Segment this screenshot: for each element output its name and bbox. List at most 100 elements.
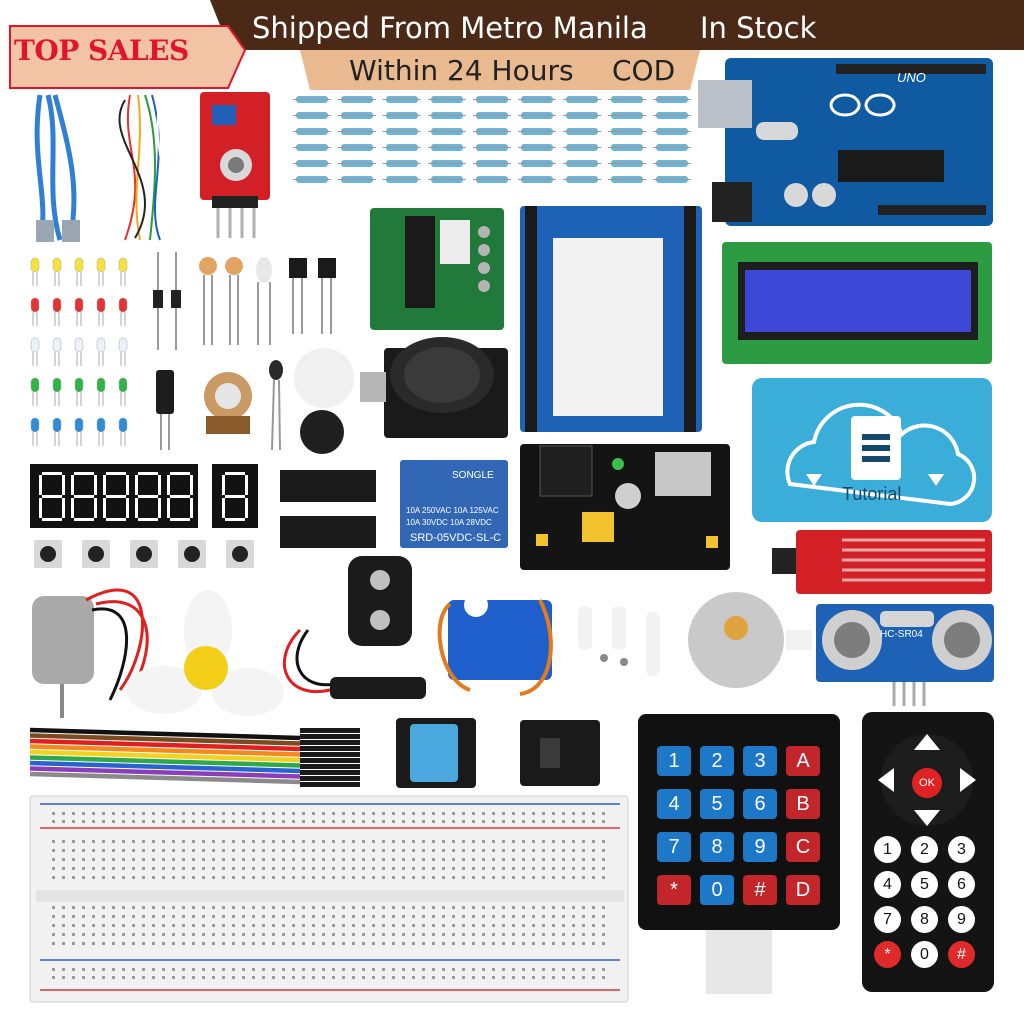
ribbon-wire: [29, 760, 301, 774]
led: [74, 297, 84, 313]
led: [96, 417, 106, 433]
keypad-key: 7: [657, 832, 691, 862]
servo-motor: [437, 593, 553, 696]
led: [118, 417, 128, 433]
breadboard-power-supply: [520, 444, 730, 570]
led: [52, 377, 62, 393]
led: [96, 377, 106, 393]
remote-key: 1: [874, 836, 901, 863]
led: [96, 257, 106, 273]
relay-brand: SONGLE: [452, 470, 494, 481]
battery-clip-connector: [282, 556, 426, 699]
keypad-key: *: [657, 875, 691, 905]
remote-key: 4: [874, 871, 901, 898]
ribbon-wire: [29, 749, 301, 763]
keypad-key: D: [786, 875, 820, 905]
stock-status-text: In Stock: [700, 11, 817, 45]
remote-key: 6: [948, 871, 975, 898]
lcd-1602-display: [722, 242, 992, 364]
ribbon-wire: [29, 744, 301, 757]
keypad-key: 2: [700, 746, 734, 776]
tutorial-card: [752, 378, 992, 522]
remote-key: 9: [948, 906, 975, 933]
stepper-driver-module: [370, 208, 504, 330]
segment: [225, 472, 245, 475]
led: [30, 297, 40, 313]
led: [52, 297, 62, 313]
keypad-key: B: [786, 789, 820, 819]
keypad-key: 0: [700, 875, 734, 905]
ribbon-wire: [29, 771, 301, 785]
dht11-sensor: [396, 718, 476, 788]
delivery-banner: [300, 50, 700, 90]
segment: [138, 472, 158, 475]
keypad-key: #: [743, 875, 777, 905]
led: [52, 417, 62, 433]
top-sales-badge-text: TOP SALES: [14, 34, 189, 67]
ribbon-jumper-cable: [29, 727, 360, 790]
led: [30, 377, 40, 393]
ribbon-wire: [29, 755, 301, 768]
keypad-key: 6: [743, 789, 777, 819]
led: [118, 337, 128, 353]
led: [30, 337, 40, 353]
segment: [42, 472, 62, 475]
keypad-key: 1: [657, 746, 691, 776]
led: [74, 337, 84, 353]
remote-key: *: [874, 941, 901, 968]
led: [30, 417, 40, 433]
remote-key: 5: [911, 871, 938, 898]
shipping-origin-text: Shipped From Metro Manila: [252, 11, 648, 45]
leds-array: [30, 257, 128, 446]
ribbon-wire: [29, 777, 301, 790]
led: [30, 257, 40, 273]
servo-horns: [578, 606, 660, 676]
keypad-key: 9: [743, 832, 777, 862]
push-buttons: [34, 540, 254, 568]
remote-ok-button: OK: [912, 768, 942, 798]
keypad-key: 3: [743, 746, 777, 776]
led: [74, 257, 84, 273]
keypad-key: A: [786, 746, 820, 776]
led: [74, 377, 84, 393]
led: [118, 297, 128, 313]
sound-sensor-module: [200, 92, 270, 238]
ribbon-wire: [29, 738, 301, 752]
resistors-grid: [293, 96, 691, 183]
payment-method-text: COD: [612, 54, 676, 87]
keypad-key: 8: [700, 832, 734, 862]
water-level-sensor: [772, 530, 992, 594]
remote-key: 7: [874, 906, 901, 933]
ir-receiver-module: [520, 720, 600, 786]
breadboard-holes: [52, 812, 605, 979]
ribbon-wire: [29, 727, 301, 741]
arduino-uno-board: [698, 58, 993, 226]
ribbon-wire: [29, 733, 301, 746]
led: [96, 337, 106, 353]
relay-model: SRD-05VDC-SL-C: [410, 532, 502, 544]
ultrasonic-label: HC-SR04: [880, 629, 923, 640]
breadboard: [29, 795, 629, 1003]
led: [118, 377, 128, 393]
prototype-shield: [520, 206, 702, 432]
capacitor-potentiometer-buzzer: [156, 348, 354, 454]
remote-key: #: [948, 941, 975, 968]
arduino-uno-label: UNO: [897, 70, 926, 85]
keypad-key: 4: [657, 789, 691, 819]
led: [52, 337, 62, 353]
relay-rating-2: 10A 30VDC 10A 28VDC: [406, 518, 492, 527]
led: [118, 257, 128, 273]
joystick-module: [360, 337, 508, 438]
segment-digits: [39, 472, 248, 521]
top-sales-badge: [9, 25, 247, 89]
jumper-wires-bundle: [118, 94, 169, 241]
stepper-motor: [688, 592, 812, 688]
tutorial-label: Tutorial: [842, 484, 902, 504]
segment: [74, 472, 94, 475]
usb-cable: [34, 94, 80, 242]
relay-rating-1: 10A 250VAC 10A 125VAC: [406, 506, 499, 515]
segment: [170, 472, 190, 475]
remote-key: 0: [911, 941, 938, 968]
